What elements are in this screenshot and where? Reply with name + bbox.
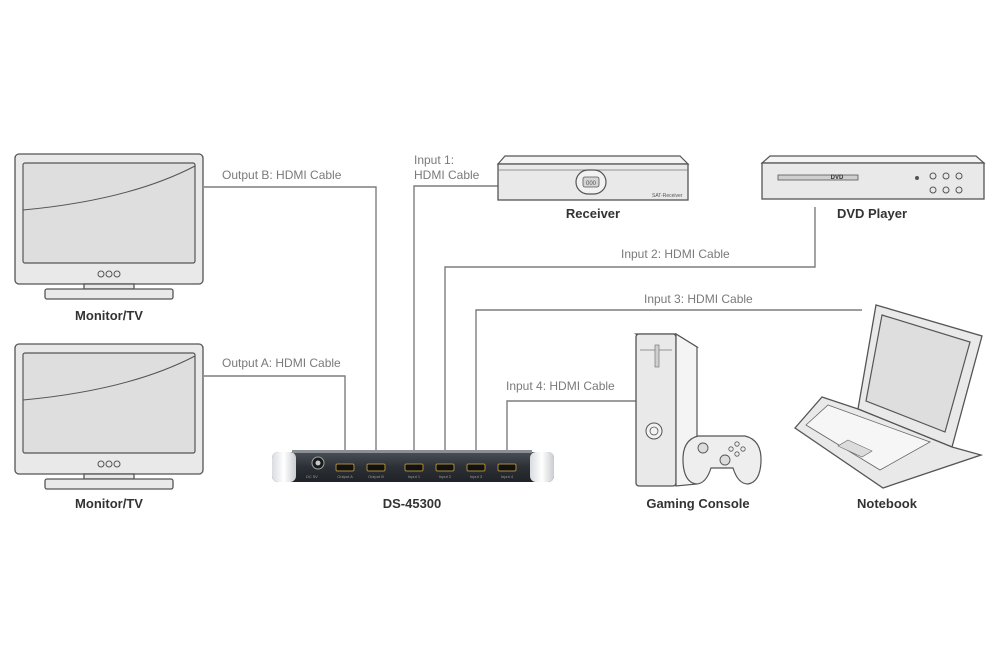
cables bbox=[204, 185, 862, 466]
cable-input-2 bbox=[444, 207, 816, 466]
dvd-player-icon bbox=[760, 155, 986, 200]
cable-output-b bbox=[204, 186, 377, 466]
switch-ports bbox=[335, 463, 517, 472]
hdmi-switch: DC 5V Output A Output B Input 1 Input 2 … bbox=[272, 450, 554, 511]
label-input-4: Input 4: HDMI Cable bbox=[506, 379, 615, 393]
receiver-display: 000 bbox=[586, 181, 597, 187]
cable-input-1 bbox=[413, 185, 498, 466]
receiver-tag: SAT-Receiver bbox=[652, 193, 683, 199]
monitor-bottom: Monitor/TV bbox=[14, 343, 204, 511]
receiver-icon bbox=[496, 155, 690, 201]
switch-port-label: Input 3 bbox=[470, 474, 483, 479]
label-receiver: Receiver bbox=[566, 206, 620, 221]
switch-port-label: Input 2 bbox=[439, 474, 452, 479]
label-output-b: Output B: HDMI Cable bbox=[222, 168, 342, 182]
hdmi-switch-icon bbox=[272, 450, 554, 482]
cable-input-3 bbox=[475, 309, 862, 466]
dvd-logo: DVD bbox=[831, 175, 844, 181]
label-input-1-line2: HDMI Cable bbox=[414, 168, 480, 182]
label-input-3: Input 3: HDMI Cable bbox=[644, 292, 753, 306]
switch-port-label: Output A bbox=[337, 474, 353, 479]
label-monitor-top: Monitor/TV bbox=[75, 308, 143, 323]
receiver: 000 SAT-Receiver Receiver bbox=[496, 155, 690, 221]
monitor-bottom-icon bbox=[14, 343, 204, 490]
label-notebook: Notebook bbox=[857, 496, 918, 511]
label-gaming-console: Gaming Console bbox=[646, 496, 749, 511]
notebook-icon bbox=[794, 304, 984, 489]
monitor-top-icon bbox=[14, 153, 204, 300]
cable-labels: Output B: HDMI Cable Output A: HDMI Cabl… bbox=[222, 153, 753, 393]
label-input-1-line1: Input 1: bbox=[414, 153, 454, 167]
cable-input-4 bbox=[506, 400, 638, 466]
switch-port-label: Input 1 bbox=[408, 474, 421, 479]
switch-port-label: Input 4 bbox=[501, 474, 514, 479]
switch-power-label: DC 5V bbox=[306, 474, 318, 479]
gaming-console-icon bbox=[633, 332, 762, 487]
label-switch: DS-45300 bbox=[383, 496, 442, 511]
label-monitor-bottom: Monitor/TV bbox=[75, 496, 143, 511]
label-output-a: Output A: HDMI Cable bbox=[222, 356, 341, 370]
notebook: Notebook bbox=[794, 304, 984, 511]
gaming-console: Gaming Console bbox=[633, 332, 762, 511]
dvd-player: DVD DVD Player bbox=[760, 155, 986, 221]
label-input-2: Input 2: HDMI Cable bbox=[621, 247, 730, 261]
switch-port-label: Output B bbox=[368, 474, 384, 479]
label-dvd-player: DVD Player bbox=[837, 206, 907, 221]
cable-output-a bbox=[204, 375, 346, 466]
monitor-top: Monitor/TV bbox=[14, 153, 204, 323]
